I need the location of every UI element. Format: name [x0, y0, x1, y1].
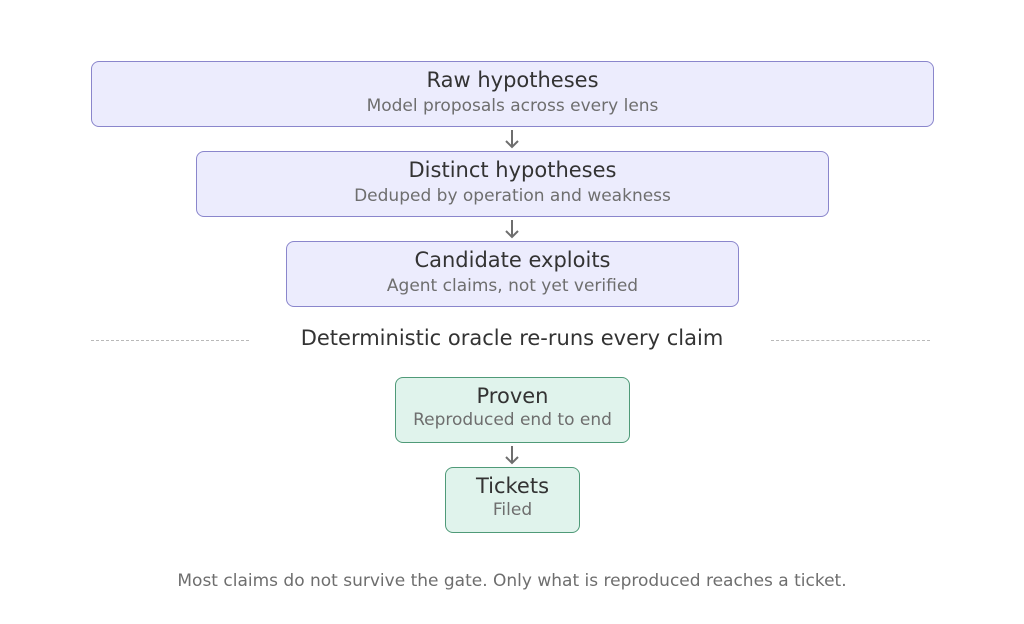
stage-title: Candidate exploits [414, 248, 611, 272]
outcome-subtitle: Filed [492, 500, 533, 520]
outcome-title: Tickets [475, 474, 550, 498]
gate-divider-left [91, 340, 249, 341]
outcome-subtitle: Reproduced end to end [413, 410, 612, 430]
stage-distinct-hypotheses: Distinct hypotheses Deduped by operation… [196, 151, 829, 217]
stage-subtitle: Agent claims, not yet verified [386, 276, 639, 296]
down-arrow-icon [505, 130, 519, 149]
down-arrow-icon [505, 446, 519, 465]
stage-title: Distinct hypotheses [408, 158, 617, 182]
stage-subtitle: Deduped by operation and weakness [354, 186, 671, 206]
gate-divider-right [771, 340, 930, 341]
stage-raw-hypotheses: Raw hypotheses Model proposals across ev… [91, 61, 934, 127]
outcome-title: Proven [476, 384, 549, 408]
stage-candidate-exploits: Candidate exploits Agent claims, not yet… [286, 241, 739, 307]
down-arrow-icon [505, 220, 519, 239]
stage-title: Raw hypotheses [426, 68, 599, 92]
stage-subtitle: Model proposals across every lens [366, 96, 659, 116]
outcome-proven: Proven Reproduced end to end [395, 377, 630, 443]
footnote: Most claims do not survive the gate. Onl… [177, 571, 847, 591]
outcome-tickets: Tickets Filed [445, 467, 580, 533]
gate-label: Deterministic oracle re-runs every claim [300, 326, 724, 350]
